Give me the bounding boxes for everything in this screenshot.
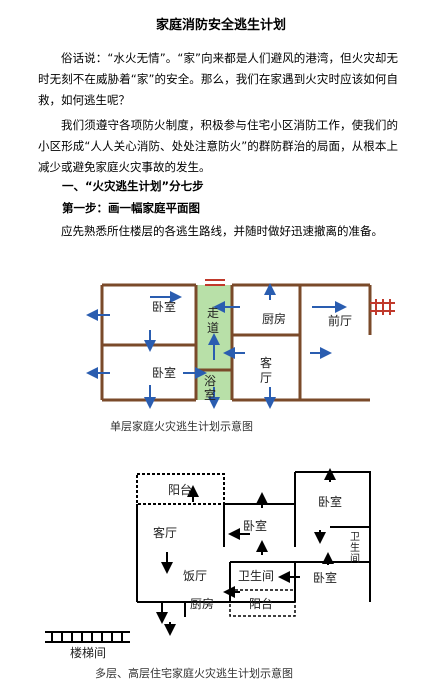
step-paragraph: 应先熟悉所住楼层的各逃生路线，并随时做好迅速撤离的准备。	[61, 224, 383, 238]
floor-walls	[100, 283, 372, 402]
room-label: 卧室	[318, 494, 342, 509]
escape-arrows	[86, 283, 347, 409]
stairs-ladder	[45, 631, 130, 643]
intro-paragraph: 俗话说：“水火无情”。“家”向来都是人们避风的港湾，但火灾却无时无刻不在威胁着“…	[38, 51, 398, 107]
body-paragraph: 我们须遵守各项防火制度，积极参与住宅小区消防工作，使我们的小区形成“人人关心消防…	[38, 118, 398, 174]
room-label: 卧室	[152, 365, 176, 380]
front-door	[370, 299, 395, 315]
room-label: 前厅	[328, 313, 352, 328]
floor-walls	[136, 471, 371, 617]
page-title: 家庭消防安全逃生计划	[155, 18, 286, 33]
room-label: 楼梯间	[70, 645, 106, 660]
room-label: 客厅	[153, 525, 177, 540]
room-label: 卧室	[243, 518, 267, 533]
room-label: 饭厅	[183, 569, 207, 583]
section-heading: 一、“火灾逃生计划”分七步	[62, 179, 204, 193]
figure1-caption: 单层家庭火灾逃生计划示意图	[110, 419, 253, 433]
room-label: 走道	[207, 306, 219, 335]
room-label: 卧室	[152, 299, 176, 314]
escape-arrows	[156, 468, 336, 636]
room-label: 卧室	[313, 570, 337, 585]
step-heading: 第一步：画一幅家庭平面图	[62, 201, 200, 215]
multi-floor-plan-figure: 阳台 客厅 卧室 卧室 卫生间 饭厅 卫生间 卧室 厨房 阳台 楼梯间 多层、高…	[45, 468, 371, 680]
figure2-caption: 多层、高层住宅家庭火灾逃生计划示意图	[95, 666, 293, 680]
room-label: 卫生间	[350, 532, 360, 565]
room-label: 厨房	[190, 596, 214, 611]
room-label: 浴室	[204, 374, 216, 402]
room-label: 厨房	[262, 311, 286, 326]
top-door	[205, 279, 225, 286]
room-label: 卫生间	[238, 569, 274, 583]
room-label: 阳台	[249, 596, 273, 611]
room-label: 客厅	[260, 355, 272, 385]
single-floor-plan-figure: 卧室 走道 厨房 前厅 卧室 浴室 客厅 单层家庭火灾逃生计划示意图	[86, 279, 395, 433]
balcony-bottom-box	[229, 589, 296, 617]
room-label: 阳台	[168, 482, 192, 497]
